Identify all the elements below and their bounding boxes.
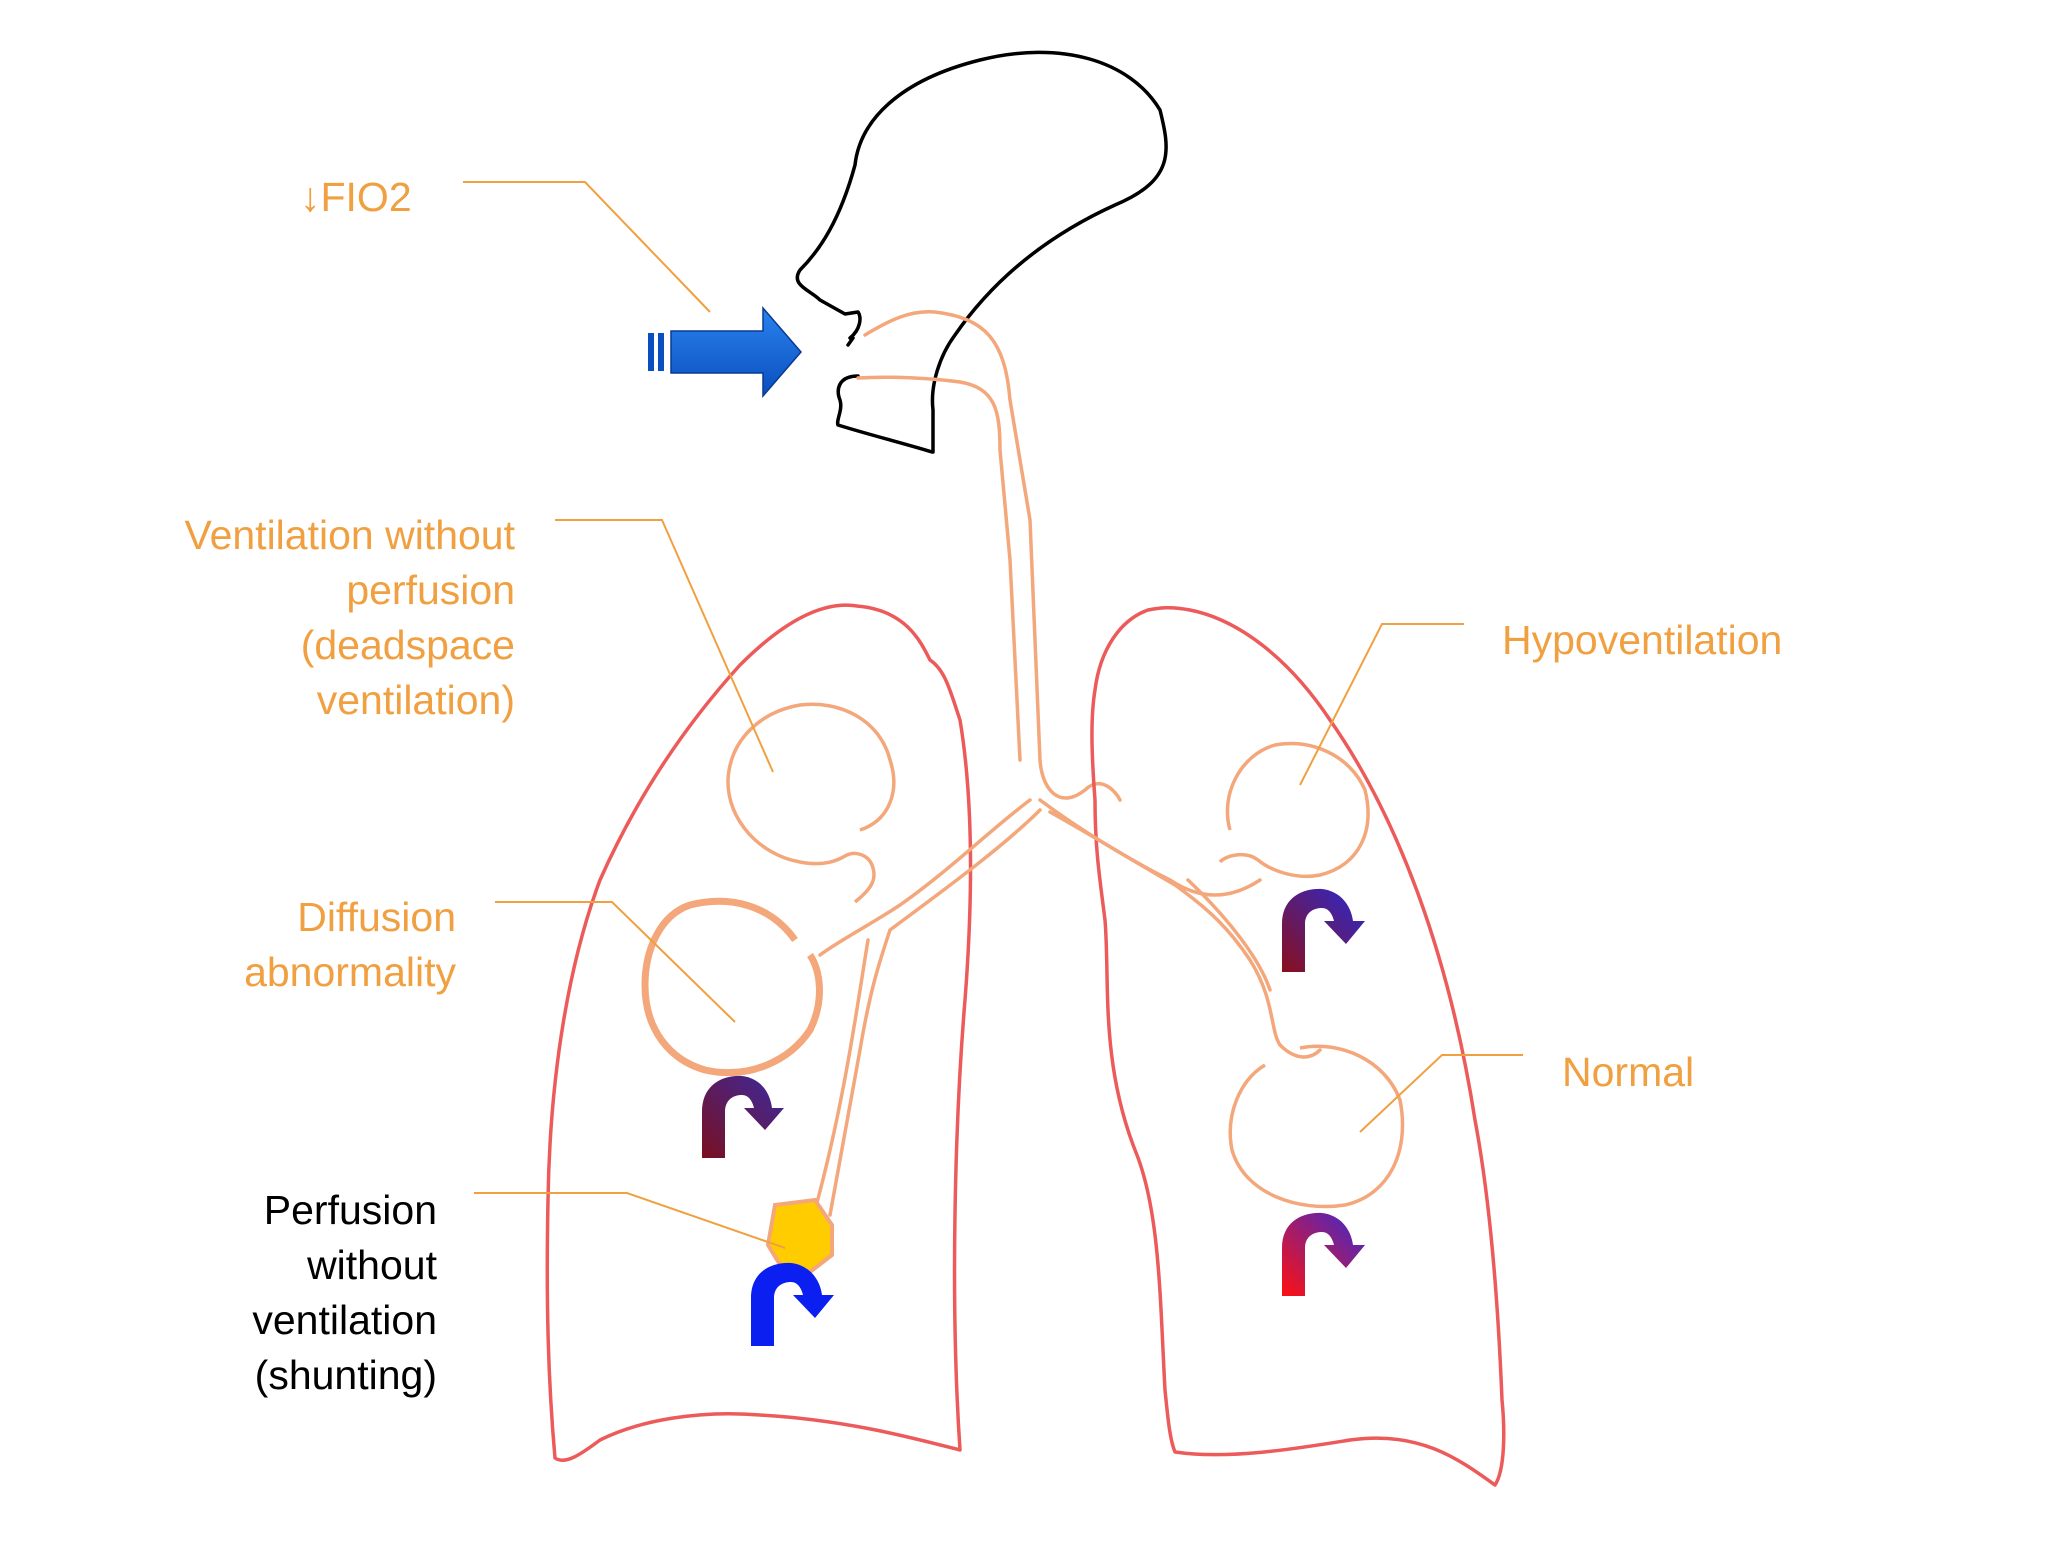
fio2-text: FIO2 [320, 174, 412, 220]
airway-upper [863, 310, 1122, 802]
leader-line-fio2 [463, 181, 711, 313]
label-line: (shunting) [254, 1352, 437, 1398]
yellow-plug-icon [765, 1197, 834, 1275]
alveolus-hypoventilation [1218, 741, 1370, 879]
leader-line-deadspace [555, 519, 774, 773]
label-perfusion-without-ventilation: Perfusion without ventilation (shunting) [252, 1183, 437, 1403]
label-hypoventilation: Hypoventilation [1502, 613, 1782, 668]
alveolus-normal [1228, 1044, 1405, 1209]
label-line: ventilation [252, 1297, 437, 1343]
curved-arrow-icon-diffusion [702, 1075, 784, 1158]
label-normal: Normal [1562, 1045, 1694, 1100]
label-line: ventilation) [316, 677, 515, 723]
curved-arrow-icon-shunt [751, 1262, 834, 1346]
label-diffusion-abnormality: Diffusion abnormality [244, 890, 456, 1000]
leader-line-diffusion [495, 901, 736, 1023]
down-arrow-icon: ↓ [300, 174, 321, 220]
label-ventilation-without-perfusion: Ventilation without perfusion (deadspace… [184, 508, 515, 728]
label-line: Normal [1562, 1049, 1695, 1095]
bronchus-right-outer [1048, 810, 1322, 1059]
bronchus-left-outer [828, 808, 1042, 1217]
head-outline [795, 50, 1168, 454]
airway-lower [856, 375, 1022, 762]
jaw-outline [835, 374, 934, 454]
label-line: Perfusion [263, 1187, 437, 1233]
lip-lower [846, 336, 855, 347]
label-line: Diffusion [297, 894, 456, 940]
curved-arrow-icon-normal [1282, 1212, 1365, 1296]
label-line: Hypoventilation [1502, 617, 1783, 663]
bronchus-right-inner [1186, 878, 1272, 992]
right-lung-outline [1090, 605, 1506, 1487]
left-lung-outline [545, 603, 973, 1462]
label-line: abnormality [244, 949, 456, 995]
label-line: without [307, 1242, 437, 1288]
curved-arrow-icon-hypoventilation [1282, 888, 1365, 972]
blue-arrow-icon [648, 305, 802, 399]
leader-line-normal [1359, 1054, 1523, 1133]
leader-line-hypoventilation [1299, 623, 1464, 786]
alveolus-deadspace [726, 702, 896, 904]
bronchus-left-inner [813, 938, 870, 1212]
leader-line-shunt [474, 1192, 786, 1249]
label-line: (deadspace [300, 622, 515, 668]
label-line: perfusion [346, 567, 515, 613]
bronchus-left-main [818, 798, 1032, 957]
alveolus-diffusion [641, 897, 823, 1077]
label-line: Ventilation without [184, 512, 515, 558]
label-fio2: ↓FIO2 [300, 170, 412, 225]
